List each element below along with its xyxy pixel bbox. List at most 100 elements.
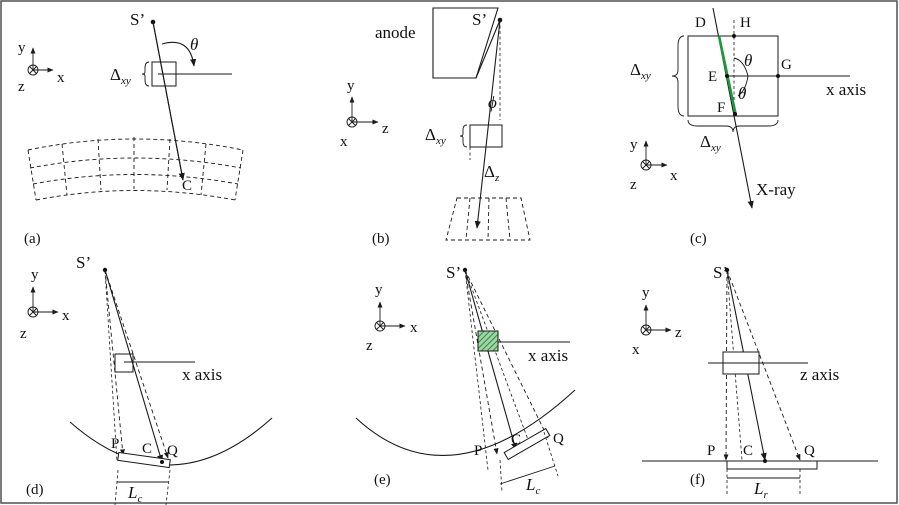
- ray-q-f: [726, 269, 801, 461]
- panel-label-b: (b): [372, 231, 390, 247]
- dim-right-e: [543, 431, 559, 477]
- angle-arc-lower: [737, 75, 749, 97]
- axis-label-z: z: [20, 326, 27, 342]
- label-d: D: [695, 15, 706, 31]
- detector-arc-e: [355, 389, 576, 456]
- detector-b: [445, 197, 531, 241]
- ray-edge-e: [464, 269, 489, 471]
- panel-label-a: (a): [24, 231, 41, 247]
- anode-label: anode: [375, 23, 416, 42]
- brace-bottom-c: [687, 119, 779, 133]
- label-p-f: P: [707, 443, 715, 459]
- length-label-e: Lc: [525, 475, 540, 497]
- detector-element-f: [726, 460, 818, 470]
- ray-p-f: [723, 269, 729, 461]
- axis-label-y: y: [642, 285, 650, 301]
- point-c-label-a: C: [182, 178, 192, 194]
- axis-label-y: y: [18, 40, 26, 56]
- detector-arc-d: [69, 417, 273, 466]
- axis-glyph-c: y x z: [630, 137, 678, 193]
- axis-label-z: z: [382, 121, 389, 137]
- x-axis-label-e: x axis: [528, 346, 568, 365]
- delta-xy-label-b: Δxy: [425, 125, 446, 147]
- brace-a: [141, 61, 150, 87]
- ray-b: [474, 19, 501, 229]
- delta-z-label-b: Δz: [484, 162, 500, 184]
- x-axis-label-d: x axis: [182, 365, 222, 384]
- dim-left-d: [114, 469, 119, 505]
- delta-left-label: Δxy: [630, 60, 651, 82]
- label-q-f: Q: [804, 443, 815, 459]
- axis-label-x: x: [62, 308, 70, 324]
- source-label-a: S’: [130, 10, 145, 29]
- point-h: [732, 34, 736, 38]
- label-c-f: C: [743, 443, 753, 459]
- delta-label-a: Δxy: [110, 65, 131, 87]
- axis-glyph-d: y x z: [20, 267, 70, 342]
- length-label-d: Lc: [127, 483, 142, 505]
- label-p-e: P: [474, 443, 482, 459]
- point-g: [776, 74, 780, 78]
- label-c-d: C: [142, 441, 152, 457]
- brace-left-c: [671, 35, 685, 117]
- brace-b: [459, 124, 468, 148]
- ray-inner-e: [464, 269, 531, 446]
- axis-label-z: z: [675, 325, 682, 341]
- panel-label-e: (e): [374, 472, 391, 488]
- label-h: H: [740, 15, 751, 31]
- angle-arc-a: [161, 41, 197, 67]
- axis-label-y: y: [347, 78, 355, 94]
- z-axis-label-f: z axis: [800, 365, 839, 384]
- detector-grid-a: [27, 137, 244, 201]
- axis-label-y: y: [630, 137, 638, 153]
- voxel-d: [114, 353, 134, 373]
- point-e: [725, 74, 729, 78]
- axis-label-x: x: [410, 320, 418, 336]
- label-q-e: Q: [553, 431, 564, 447]
- label-f: F: [717, 100, 725, 116]
- voxel-e-hatched: [477, 330, 499, 352]
- source-label-f: S’: [713, 263, 728, 282]
- delta-bottom-label: Δxy: [700, 132, 721, 154]
- axis-label-x: x: [57, 70, 65, 86]
- point-f: [733, 112, 737, 116]
- ray-p-d: [104, 269, 125, 456]
- label-q-d: Q: [167, 443, 178, 459]
- axis-glyph-e: y x z: [366, 282, 418, 354]
- theta-upper-label: θ: [744, 51, 752, 70]
- ray-p-e: [464, 269, 499, 455]
- panel-label-d: (d): [26, 482, 44, 498]
- panel-e: y x z S’ x axis P C Q Lc (e): [355, 263, 576, 497]
- label-p-d: P: [111, 436, 119, 452]
- axis-label-y: y: [375, 282, 383, 298]
- detector-element-d: [117, 451, 171, 469]
- axis-label-z: z: [630, 177, 637, 193]
- source-label-b: S’: [472, 10, 487, 29]
- axis-label-y: y: [31, 267, 39, 283]
- label-g: G: [781, 57, 792, 73]
- axis-label-z: z: [366, 338, 373, 354]
- anode-face: [475, 19, 501, 79]
- panel-c: D H E G F θ θ Δxy Δxy x axis X-ray y x z…: [630, 7, 866, 247]
- ray-q-d: [104, 269, 169, 459]
- x-axis-label-c: x axis: [826, 80, 866, 99]
- panel-label-c: (c): [690, 231, 707, 247]
- voxel-b: [469, 124, 503, 148]
- detector-element-e: [503, 427, 551, 461]
- ray-q-e: [464, 269, 549, 439]
- phi-label-b: ϕ: [488, 93, 497, 112]
- dim-left-e: [499, 459, 503, 493]
- anode-shape: [432, 7, 499, 79]
- label-c-e: C: [511, 432, 521, 448]
- point-c-d: [160, 460, 164, 464]
- axis-glyph-a: y x z: [18, 40, 65, 95]
- axis-glyph-b: y z x: [340, 78, 389, 150]
- label-e: E: [708, 69, 717, 85]
- panel-d: y x z S’ x axis P C Q Lc (d): [20, 253, 273, 505]
- panel-f: y z x S’ z axis P C Q Lr (f): [632, 263, 878, 501]
- source-label-e: S’: [446, 263, 461, 282]
- ray-edge-d: [104, 269, 118, 463]
- theta-lower-label: θ: [738, 84, 746, 103]
